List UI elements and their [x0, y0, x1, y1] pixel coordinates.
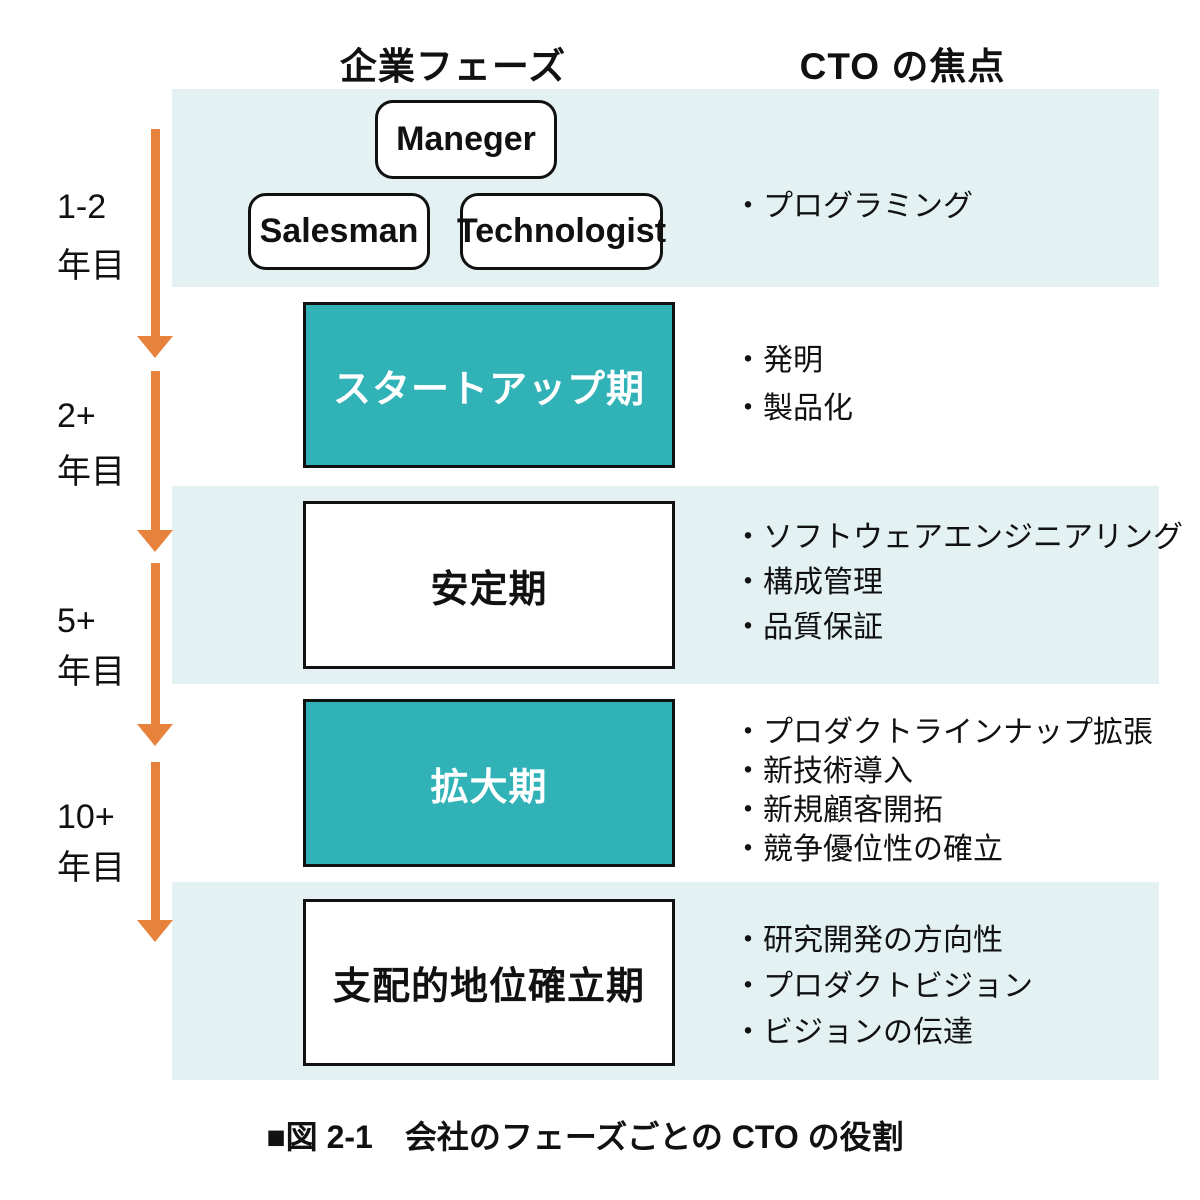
column-header-company-phase: 企業フェーズ: [339, 46, 567, 87]
org-box-manager: Maneger: [375, 100, 557, 179]
focus-item: ・品質保証: [733, 610, 883, 644]
focus-item: ・研究開発の方向性: [733, 924, 1003, 957]
focus-item: ・プロダクトビジョン: [733, 970, 1033, 1003]
timeline-label-years: 10+: [57, 798, 115, 836]
focus-item: ・発明: [733, 344, 823, 377]
focus-item: ・新規顧客開拓: [733, 793, 943, 827]
arrow-down-icon: [137, 920, 173, 942]
arrow-line: [151, 563, 160, 724]
timeline-label-years: 2+: [57, 396, 96, 435]
focus-item: ・プロダクトラインナップ拡張: [733, 715, 1153, 749]
org-box-salesman-label: Salesman: [259, 212, 419, 250]
timeline-label-1: 1-2 年目: [57, 180, 167, 290]
focus-item: ・プログラミング: [733, 190, 973, 223]
focus-list-phase-2: ・発明 ・製品化: [733, 333, 1173, 429]
timeline-label-years: 1-2: [57, 188, 107, 226]
focus-list-phase-4: ・プロダクトラインナップ拡張 ・新技術導入 ・新規顧客開拓 ・競争優位性の確立: [733, 709, 1173, 866]
arrow-down-icon: [137, 336, 173, 358]
phase-box-startup-label: スタートアップ期: [332, 368, 645, 411]
phase-box-expansion: 拡大期: [303, 699, 675, 867]
figure-caption: ■図 2-1 会社のフェーズごとの CTO の役割: [266, 1119, 904, 1155]
timeline-label-2: 2+ 年目: [57, 390, 167, 494]
timeline-label-unit: 年目: [57, 452, 125, 491]
focus-item: ・製品化: [733, 392, 853, 425]
arrow-down-icon: [137, 724, 173, 746]
org-box-manager-label: Maneger: [396, 120, 536, 158]
phase-box-startup: スタートアップ期: [303, 302, 675, 468]
focus-item: ・ビジョンの伝達: [733, 1016, 973, 1049]
arrow-down-icon: [137, 530, 173, 552]
timeline-label-unit: 年目: [57, 849, 125, 887]
focus-list-phase-1: ・プログラミング: [733, 188, 1173, 223]
org-box-technologist-label: Technologist: [456, 212, 667, 250]
org-box-technologist: Technologist: [456, 193, 667, 270]
phase-box-dominance-label: 支配的地位確立期: [332, 966, 645, 1008]
arrow-line: [151, 371, 160, 530]
phase-box-stable-label: 安定期: [430, 568, 548, 611]
phase-box-expansion-label: 拡大期: [430, 766, 548, 809]
phase-box-dominance: 支配的地位確立期: [303, 899, 675, 1066]
timeline-label-unit: 年目: [57, 247, 125, 285]
arrow-line: [151, 129, 160, 336]
focus-item: ・新技術導入: [733, 754, 913, 788]
focus-list-phase-3: ・ソフトウェアエンジニアリング ・構成管理 ・品質保証: [733, 511, 1183, 646]
org-box-salesman: Salesman: [248, 193, 430, 270]
timeline-label-4: 10+ 年目: [57, 794, 167, 888]
timeline-label-years: 5+: [57, 602, 96, 640]
timeline-label-3: 5+ 年目: [57, 598, 167, 692]
focus-item: ・構成管理: [733, 565, 883, 599]
focus-list-phase-5: ・研究開発の方向性 ・プロダクトビジョン ・ビジョンの伝達: [733, 914, 1173, 1052]
focus-item: ・競争優位性の確立: [733, 832, 1003, 866]
column-header-cto-focus: CTO の焦点: [799, 46, 1006, 87]
timeline-label-unit: 年目: [57, 653, 125, 691]
arrow-line: [151, 762, 160, 920]
focus-item: ・ソフトウェアエンジニアリング: [733, 520, 1183, 554]
phase-box-stable: 安定期: [303, 501, 675, 669]
